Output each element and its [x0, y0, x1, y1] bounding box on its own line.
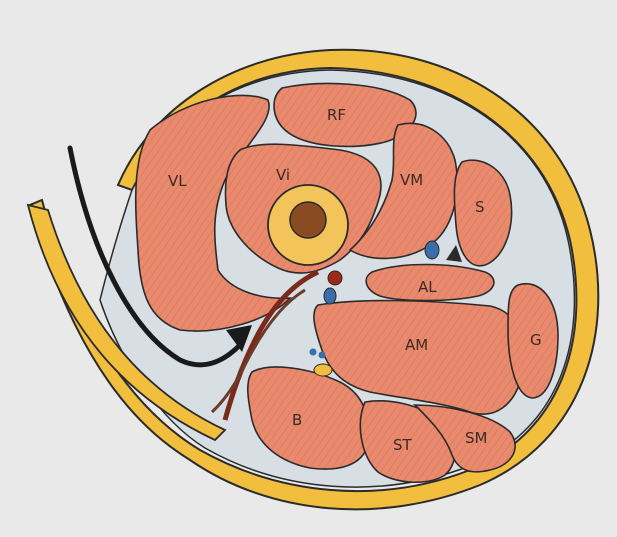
label-rf: RF [327, 106, 346, 124]
label-s: S [475, 198, 485, 216]
label-sm: SM [465, 429, 487, 447]
label-am: AM [405, 336, 428, 354]
femoral-vein [425, 241, 439, 259]
femur-marrow [290, 202, 326, 238]
label-b: B [292, 411, 302, 429]
label-vi: Vi [276, 166, 290, 184]
deep-femoral-artery [328, 271, 342, 285]
vessel-dot [319, 352, 326, 359]
sciatic-nerve [314, 364, 332, 376]
label-g: G [530, 331, 542, 349]
label-al: AL [418, 278, 437, 296]
deep-femoral-vein [324, 288, 336, 304]
label-st: ST [393, 436, 413, 454]
vessel-dot [310, 349, 317, 356]
label-vl: VL [168, 172, 187, 190]
label-vm: VM [400, 171, 423, 189]
